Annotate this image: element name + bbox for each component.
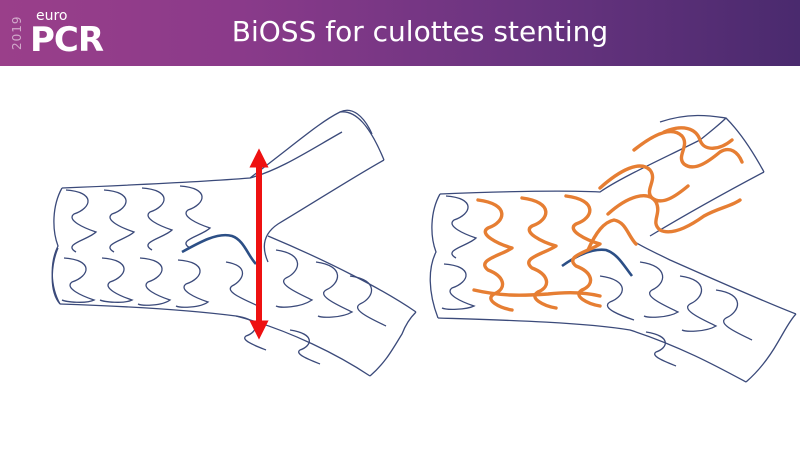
right-orange-stent-side [586,126,744,252]
left-strut-10 [275,249,314,308]
right-main-vessel-lower-side [631,239,797,315]
left-strut-5 [61,257,96,303]
right-strut-3 [599,275,635,321]
left-strut-14 [289,329,321,365]
europcr-logo: 2019 euro PCR [10,4,130,60]
left-side-vessel-cap [339,109,373,135]
left-main-vessel-top [61,131,343,189]
right-strut-6 [715,289,753,341]
right-main-vessel-right-cap [745,313,797,383]
left-side-vessel-upper [249,111,385,179]
left-strut-2 [103,189,136,253]
left-strut-12 [349,275,387,327]
left-main-vessel-lower-side [267,235,417,313]
slide-title: BiOSS for culottes stenting [231,15,609,48]
left-strut-7 [137,257,172,306]
right-side-vessel-upper [659,114,765,173]
left-strut-11 [315,261,354,318]
left-side-branch-wire [181,233,257,265]
left-strut-6 [99,257,134,303]
right-main-vessel-bottom [437,317,747,383]
right-strut-5 [679,275,718,332]
left-main-vessel-step [51,247,61,305]
right-side-vessel-lower [649,171,765,237]
logo-pcr: PCR [30,20,104,60]
logo-euro: euro [36,8,68,24]
left-strut-3 [141,187,174,251]
right-strut-1 [445,195,478,259]
bifurcation-diagrams [51,109,797,383]
left-strut-9 [225,261,259,307]
left-bifurcation [51,109,417,377]
left-main-vessel-left-cap [51,187,63,305]
left-strut-4 [179,185,212,249]
right-main-vessel-left-cap [429,193,441,319]
left-side-vessel-lower [263,159,385,263]
right-strut-4 [639,261,680,318]
right-strut-2 [441,263,476,310]
left-main-vessel-right-cap [369,311,417,377]
left-strut-1 [65,189,98,253]
right-main-vessel-top [439,117,727,195]
left-main-vessel-bottom [59,303,371,377]
right-strut-7 [645,331,677,367]
logo-year: 2019 [10,15,24,51]
header-bar: 2019 euro PCR BiOSS for culottes stentin… [0,0,800,66]
right-bifurcation [429,114,797,383]
right-orange-stent-main [472,194,602,312]
left-strut-8 [175,259,210,308]
